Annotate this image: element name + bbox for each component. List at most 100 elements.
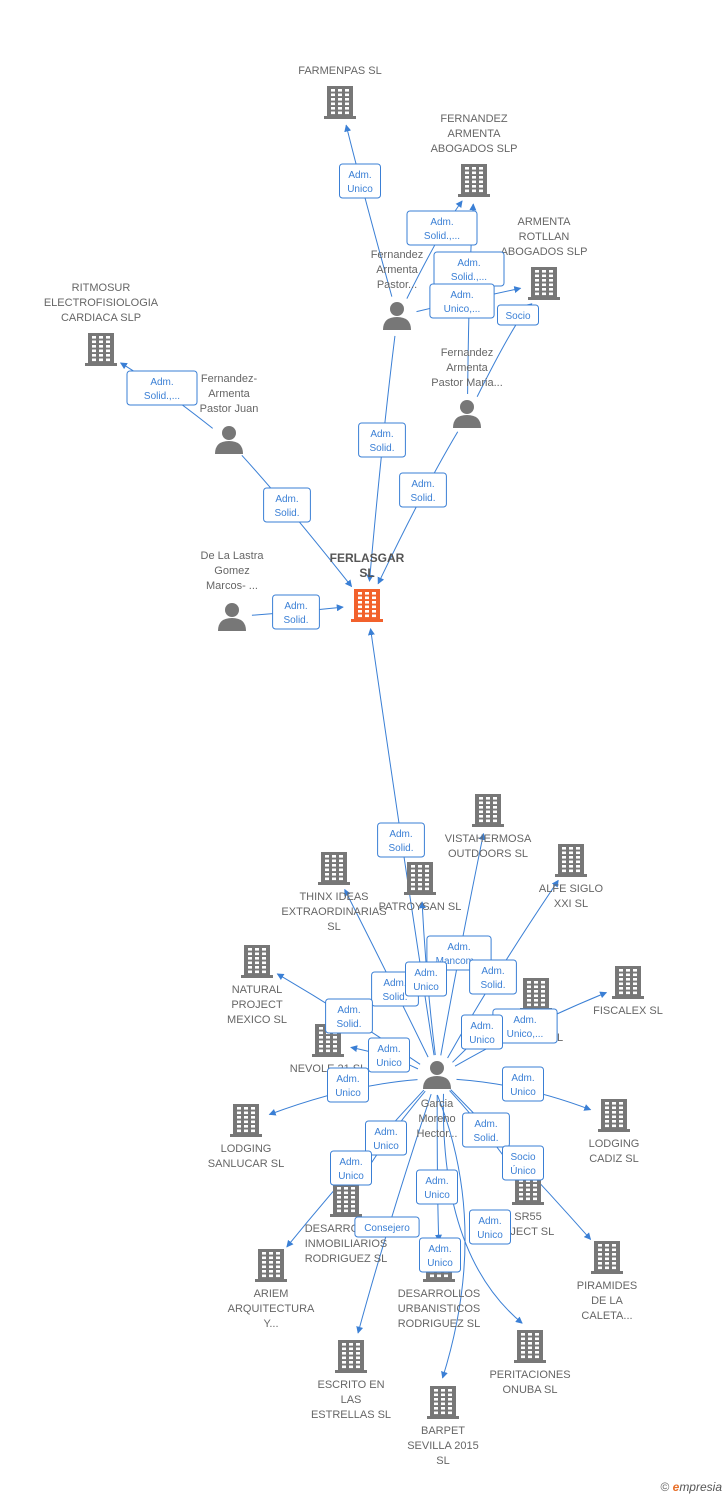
- node-label: PROJECT: [231, 999, 283, 1011]
- edge-label-text: Unico: [427, 1258, 453, 1269]
- edge-label-text: Adm.: [348, 170, 371, 181]
- edge-label[interactable]: Adm.Unico: [502, 1066, 544, 1102]
- edge-label[interactable]: Adm.Solid.,...: [126, 370, 198, 406]
- edge-label-text: Solid.,...: [144, 391, 180, 402]
- edge-label-text: Adm.: [481, 966, 504, 977]
- edge-label[interactable]: Adm.Unico,...: [492, 1008, 558, 1044]
- node-label: ABOGADOS SLP: [431, 143, 518, 155]
- node-label: Gomez: [214, 565, 249, 577]
- edge-label-text: Unico: [477, 1230, 503, 1241]
- edge-line: [442, 1093, 523, 1324]
- node-fiscalex[interactable]: FISCALEX SL: [593, 966, 663, 1017]
- edge-label[interactable]: Adm.Unico: [469, 1209, 511, 1245]
- edge-label-text: Socio: [510, 1152, 535, 1163]
- edge-label[interactable]: Adm.Solid.,...: [433, 251, 505, 287]
- edge-label-text: Adm.: [470, 1021, 493, 1032]
- node-label: ONUBA SL: [502, 1384, 557, 1396]
- node-label: De La Lastra: [201, 550, 265, 562]
- node-label: DESARROLLOS: [398, 1288, 481, 1300]
- edge-label[interactable]: Adm.Unico: [368, 1037, 410, 1073]
- edge-label[interactable]: Adm.Solid.: [325, 998, 373, 1034]
- edge-label[interactable]: Adm.Solid.: [358, 422, 406, 458]
- edge-label-text: Adm.: [474, 1119, 497, 1130]
- node-label: SL: [436, 1455, 449, 1467]
- edge-label[interactable]: Adm.Solid.: [263, 487, 311, 523]
- node-label: Moreno: [418, 1113, 455, 1125]
- footer-brand[interactable]: © empresia: [660, 1480, 722, 1494]
- edge-label[interactable]: Adm.Unico: [405, 961, 447, 997]
- edge-label[interactable]: Adm.Unico: [416, 1169, 458, 1205]
- node-label: ROTLLAN: [519, 231, 570, 243]
- edge-label[interactable]: Adm.Unico: [327, 1067, 369, 1103]
- node-p-fa-pastor[interactable]: FernandezArmentaPastor...: [371, 249, 424, 330]
- edge-label[interactable]: Adm.Solid.,...: [406, 210, 478, 246]
- edge-label[interactable]: Consejero: [354, 1216, 420, 1238]
- building-icon: [612, 966, 644, 999]
- edge-label[interactable]: Adm.Unico: [461, 1014, 503, 1050]
- edge-label-text: Unico: [335, 1088, 361, 1099]
- node-label: LODGING: [589, 1138, 640, 1150]
- edge-label-text: Adm.: [389, 829, 412, 840]
- node-label: Armenta: [208, 388, 250, 400]
- node-label: SR55: [514, 1211, 542, 1223]
- edge-label[interactable]: Adm.Unico: [365, 1120, 407, 1156]
- node-patroysan[interactable]: PATROYSAN SL: [379, 862, 462, 913]
- node-label: OUTDOORS SL: [448, 848, 528, 860]
- node-p-garcia[interactable]: GarciaMorenoHector...: [417, 1061, 458, 1140]
- edge-label[interactable]: Adm. Unico: [330, 1150, 372, 1186]
- node-label: Pastor Maria...: [431, 377, 503, 389]
- node-ariem[interactable]: ARIEMARQUITECTURAY...: [228, 1249, 315, 1330]
- edge-label[interactable]: Adm. Solid.: [462, 1112, 510, 1148]
- node-label: ABOGADOS SLP: [501, 246, 588, 258]
- node-label: MEXICO SL: [227, 1014, 287, 1026]
- edge-label[interactable]: Socio: [497, 304, 539, 326]
- edge-label[interactable]: Adm.Unico,...: [429, 283, 495, 319]
- node-label: LODGING: [221, 1143, 272, 1155]
- edge-label-text: Solid.,...: [424, 231, 460, 242]
- edge-label-text: Solid.: [473, 1133, 498, 1144]
- edge-label-text: Adm.: [337, 1005, 360, 1016]
- building-icon: [335, 1340, 367, 1373]
- edge-label[interactable]: Adm.Solid.: [399, 472, 447, 508]
- node-p-delalastra[interactable]: De La LastraGomezMarcos- ...: [201, 550, 265, 631]
- edge-label[interactable]: Adm.Unico: [419, 1237, 461, 1273]
- edge-label[interactable]: Adm.Solid.: [469, 959, 517, 995]
- edge-label-text: Adm.: [425, 1176, 448, 1187]
- node-label: ALFE SIGLO: [539, 883, 604, 895]
- person-icon: [218, 603, 246, 631]
- edge-label-text: Adm.: [383, 978, 406, 989]
- node-label: SL: [359, 566, 374, 580]
- node-label: Fernandez: [441, 347, 494, 359]
- edge-label-text: Solid.: [382, 992, 407, 1003]
- node-label: BARPET: [421, 1425, 465, 1437]
- edge-labels-layer: Adm.UnicoAdm.Solid.,...Adm.Solid.,...Adm…: [126, 163, 558, 1273]
- edge-label[interactable]: Adm.Unico: [339, 163, 381, 199]
- building-icon: [404, 862, 436, 895]
- edge-label[interactable]: Adm.Solid.: [377, 822, 425, 858]
- copyright-symbol: ©: [660, 1480, 670, 1494]
- node-farmenpas[interactable]: FARMENPAS SL: [298, 65, 382, 119]
- edge-line: [436, 1094, 466, 1379]
- edge-label-text: Unico: [338, 1171, 364, 1182]
- building-icon: [514, 1330, 546, 1363]
- edge-label-text: Adm.: [339, 1157, 362, 1168]
- edge-label[interactable]: Adm.Solid.: [272, 594, 320, 630]
